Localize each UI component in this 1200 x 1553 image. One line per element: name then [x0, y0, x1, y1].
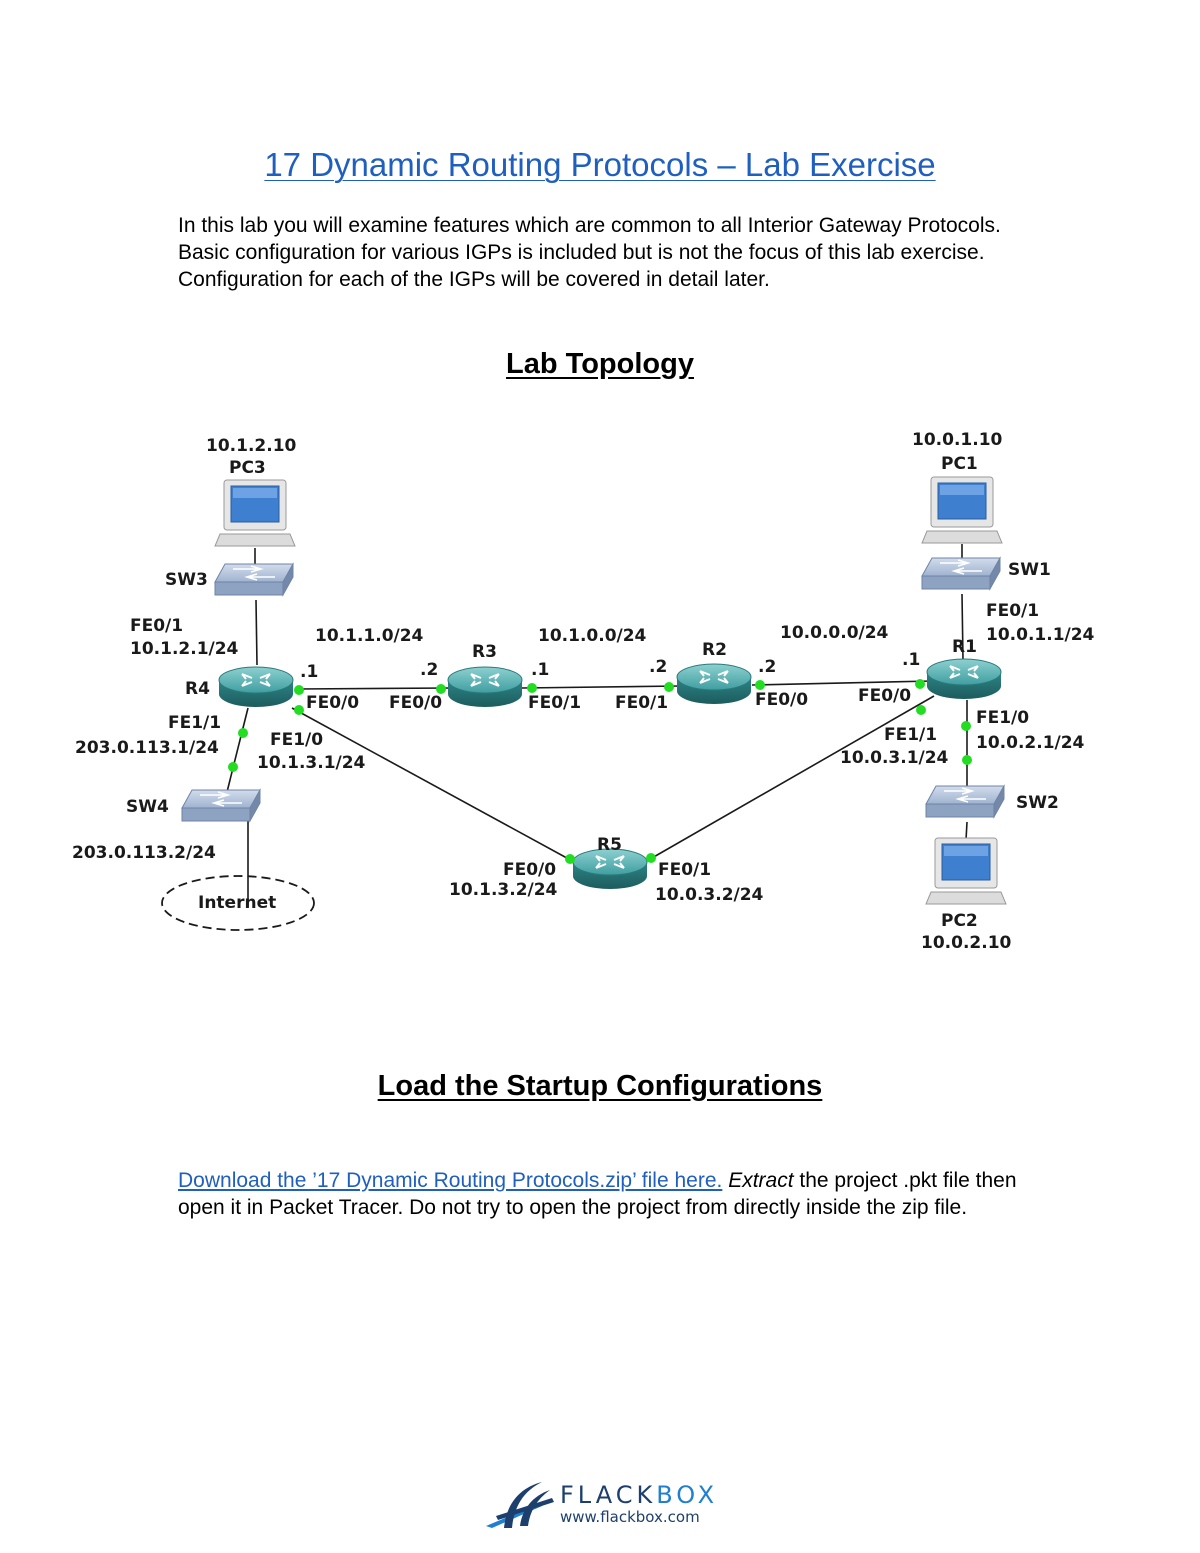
r5-name-label: R5: [597, 835, 622, 855]
brand-name: FLACKBOX: [560, 1481, 718, 1509]
download-link[interactable]: Download the ’17 Dynamic Routing Protoco…: [178, 1169, 723, 1192]
r1-fe01-ip-label: 10.0.1.1/24: [986, 625, 1095, 645]
r2-router-icon: [676, 663, 752, 705]
link-r4-r5: [291, 707, 577, 864]
r3-dot-left-label: .2: [420, 660, 438, 680]
r4-fe10-ip-label: 10.1.3.1/24: [257, 753, 366, 773]
r1-fe10-label: FE1/0: [976, 708, 1029, 728]
r4-fe10-label: FE1/0: [270, 730, 323, 750]
r4-fe11-label: FE1/1: [168, 713, 221, 733]
network-topology-diagram: 10.1.2.10 PC3 10.0.1.10 PC1 SW3 SW1 SW2 …: [72, 430, 1095, 953]
r1-fe11-ip-label: 10.0.3.1/24: [840, 748, 949, 768]
r1-dot-label: .1: [902, 650, 920, 670]
r2-dot-left-label: .2: [649, 657, 667, 677]
sw3-switch-icon: [214, 563, 294, 596]
r2-dot-right-label: .2: [758, 657, 776, 677]
r3-dot-right-label: .1: [531, 660, 549, 680]
pc2-name-label: PC2: [941, 911, 978, 931]
r4-fe01-ip-label: 10.1.2.1/24: [130, 639, 239, 659]
internet-cloud-icon: [161, 875, 315, 931]
r5-fe01-label: FE0/1: [658, 860, 711, 880]
r3-fe01-label: FE0/1: [528, 693, 581, 713]
sw1-switch-icon: [921, 557, 1001, 590]
r3-router-icon: [447, 666, 523, 708]
r1-name-label: R1: [952, 637, 977, 657]
r1-fe00-label: FE0/0: [858, 686, 911, 706]
r2-fe01-label: FE0/1: [615, 693, 668, 713]
r5-fe01-ip-label: 10.0.3.2/24: [655, 885, 764, 905]
brand-name-part-b: BOX: [656, 1481, 719, 1509]
link-sw2-pc2: [965, 821, 968, 841]
r4-fe11-ip-label: 203.0.113.1/24: [75, 738, 219, 758]
r5-fe00-label: FE0/0: [503, 860, 556, 880]
topology-links: [225, 544, 968, 907]
pc2-computer-icon: [925, 837, 1007, 905]
flackbox-logo-icon: [486, 1482, 554, 1528]
link-r2-r1: [751, 680, 934, 686]
sw1-label: SW1: [1008, 560, 1051, 580]
r4-fe00-label: FE0/0: [306, 693, 359, 713]
page-title: 17 Dynamic Routing Protocols – Lab Exerc…: [264, 146, 936, 183]
pc1-computer-icon: [921, 476, 1003, 544]
r4-router-icon: [218, 666, 294, 708]
link-sw3-r4: [255, 599, 258, 666]
pc3-ip-label: 10.1.2.10: [206, 436, 297, 456]
extract-emphasis: Extract: [728, 1169, 794, 1192]
pc3-computer-icon: [214, 479, 296, 547]
port-indicators: [228, 679, 972, 864]
r1-fe11-label: FE1/1: [884, 725, 937, 745]
r2-name-label: R2: [702, 640, 727, 660]
pc1-name-label: PC1: [941, 454, 978, 474]
sw4-label: SW4: [126, 797, 169, 817]
section-heading-load: Load the Startup Configurations: [377, 1070, 823, 1102]
r5-router-icon: [572, 848, 648, 890]
r4-fe01-label: FE0/1: [130, 616, 183, 636]
link-sw1-r1: [961, 593, 964, 661]
r1-router-icon: [926, 658, 1002, 700]
r2-fe00-label: FE0/0: [755, 690, 808, 710]
link-r3-r2: [521, 685, 682, 689]
net-r4-r3-label: 10.1.1.0/24: [315, 626, 424, 646]
r3-name-label: R3: [472, 642, 497, 662]
link-r4-r3: [295, 687, 453, 690]
net-r2-r1-label: 10.0.0.0/24: [780, 623, 889, 643]
link-r1-r5: [644, 695, 935, 863]
sw2-label: SW2: [1016, 793, 1059, 813]
pc3-name-label: PC3: [229, 458, 266, 478]
pc2-ip-label: 10.0.2.10: [921, 933, 1012, 953]
link-r4-sw4: [225, 707, 249, 797]
sw2-switch-icon: [925, 785, 1005, 818]
intro-paragraph: In this lab you will examine features wh…: [178, 214, 1001, 291]
sw3-label: SW3: [165, 570, 208, 590]
brand-name-part-a: FLACK: [560, 1481, 657, 1509]
brand-url: www.flackbox.com: [560, 1508, 700, 1526]
r1-fe01-label: FE0/1: [986, 601, 1039, 621]
sw4-ip-label: 203.0.113.2/24: [72, 843, 216, 863]
net-r3-r2-label: 10.1.0.0/24: [538, 626, 647, 646]
r5-fe00-ip-label: 10.1.3.2/24: [449, 880, 558, 900]
sw4-switch-icon: [181, 789, 261, 822]
section-heading-topology: Lab Topology: [506, 348, 694, 380]
internet-label: Internet: [198, 893, 276, 913]
r4-name-label: R4: [185, 679, 210, 699]
pc1-ip-label: 10.0.1.10: [912, 430, 1003, 450]
load-instructions-text: the project .pkt file then open it in Pa…: [178, 1169, 1017, 1219]
r3-fe00-label: FE0/0: [389, 693, 442, 713]
load-paragraph: Download the ’17 Dynamic Routing Protoco…: [178, 1167, 1038, 1221]
r4-dot-label: .1: [300, 662, 318, 682]
r1-fe10-ip-label: 10.0.2.1/24: [976, 733, 1085, 753]
